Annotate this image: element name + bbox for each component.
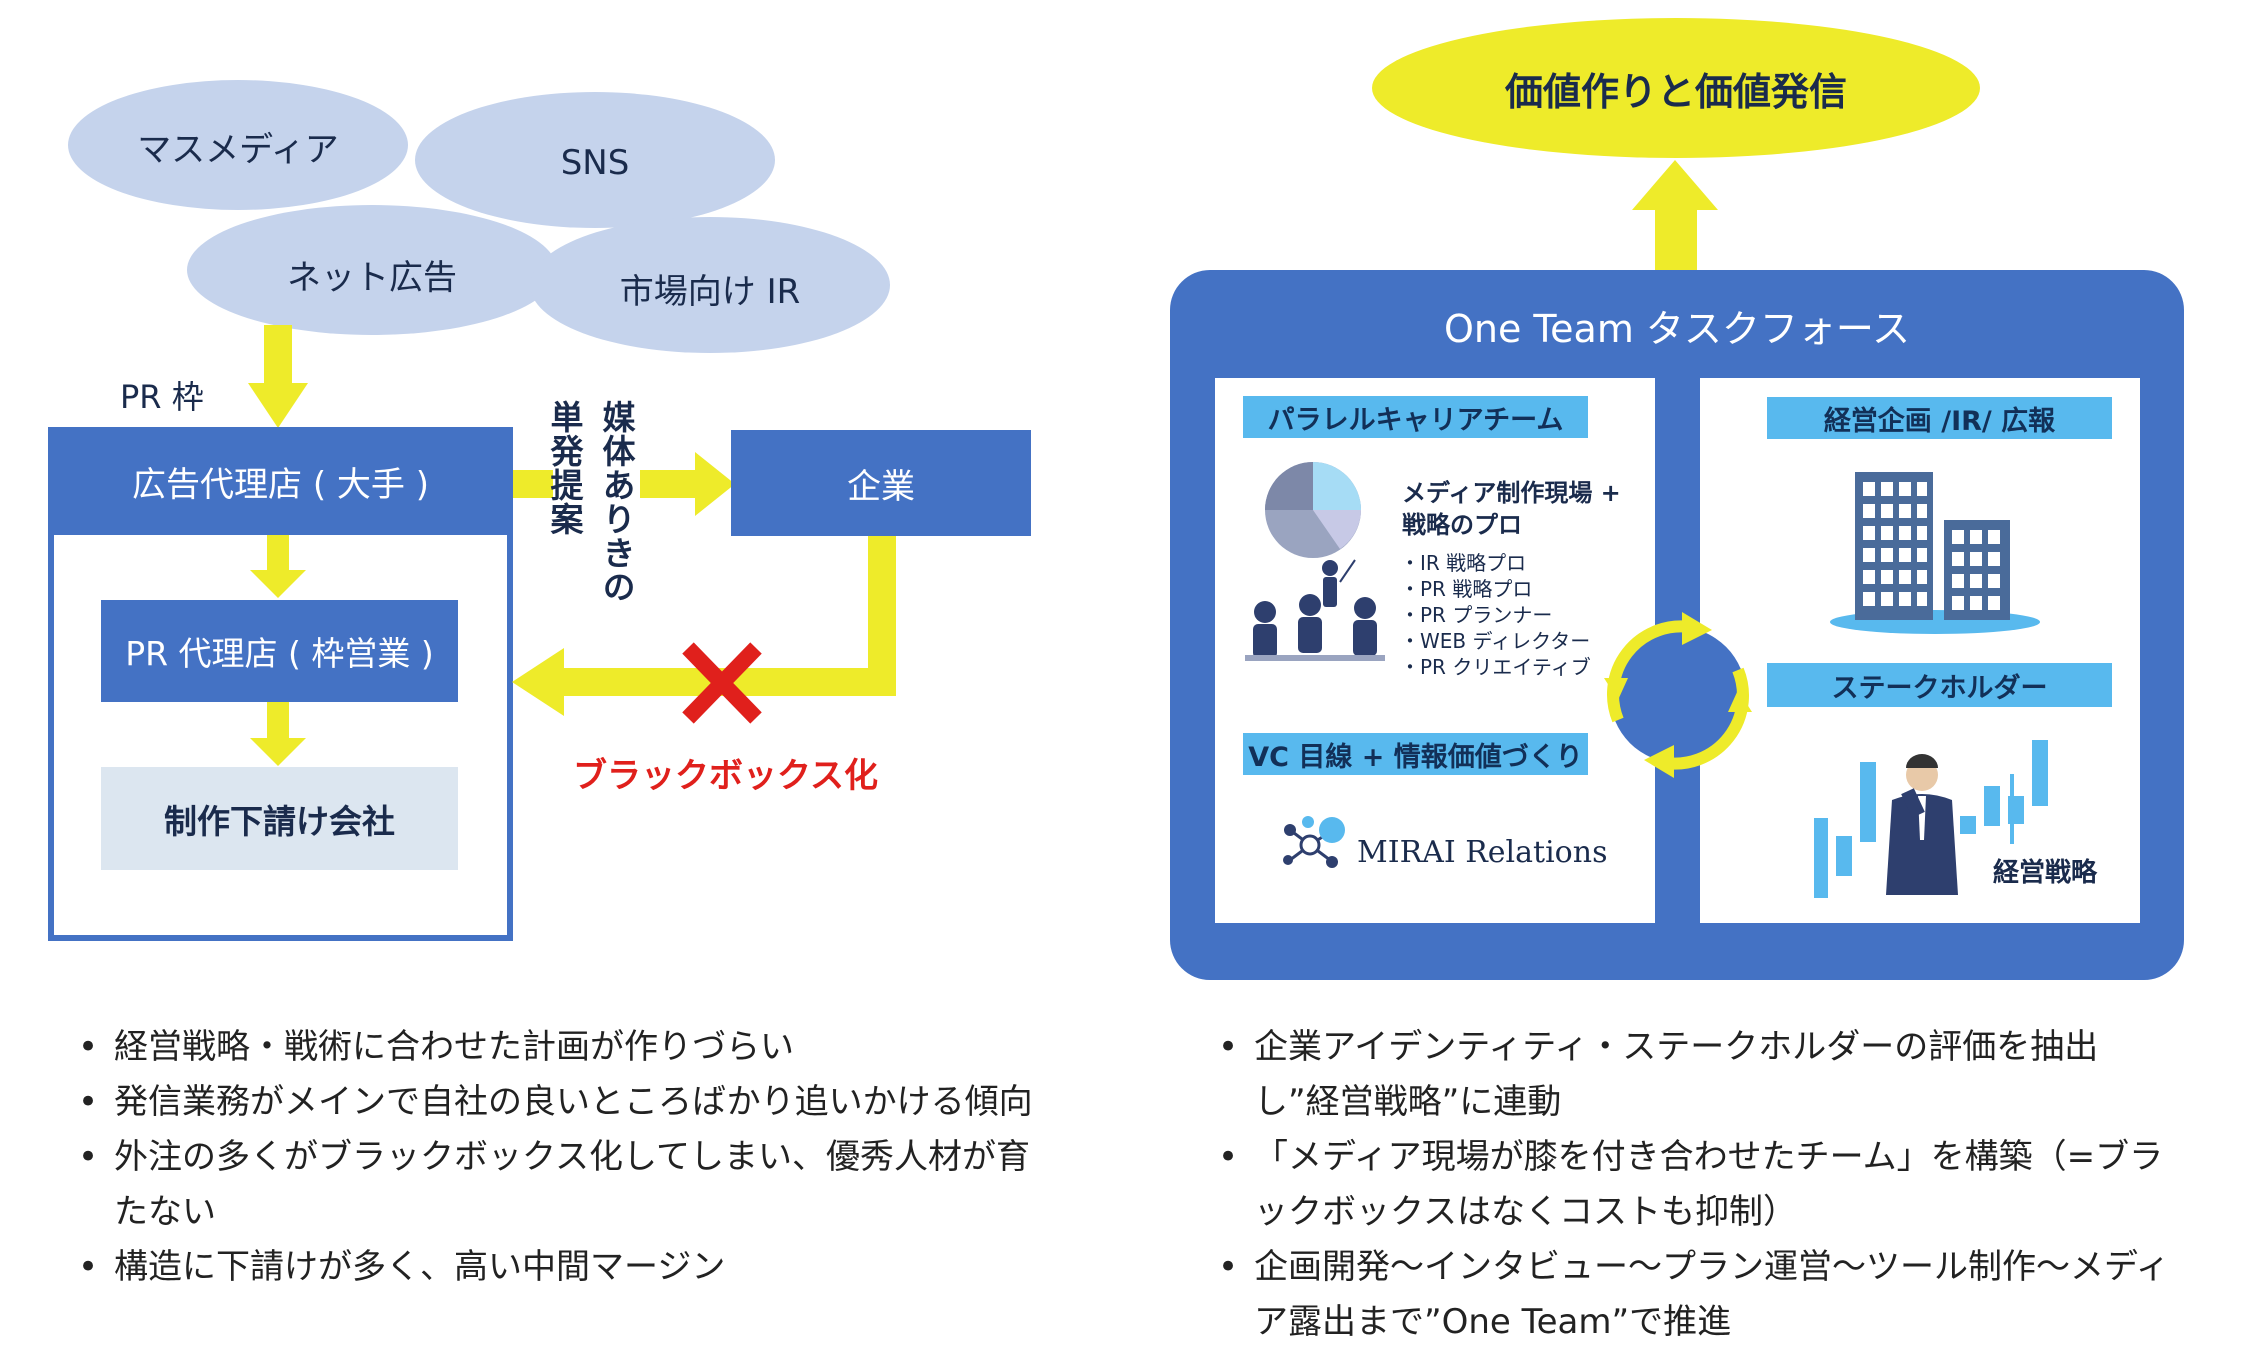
- vertical-note-col1: 媒体ありきの: [597, 400, 636, 604]
- list-item: 発信業務がメインで自社の良いところばかり追いかける傾向: [78, 1075, 1038, 1130]
- channel-net-ad: ネット広告: [287, 257, 457, 298]
- brand-name: MIRAI Relations: [1357, 835, 1608, 870]
- channel-market-ir: 市場向け IR: [619, 271, 801, 312]
- people-meeting-icon: [1245, 559, 1385, 661]
- mgmt-strategy-label: 経営戦略: [1993, 858, 2098, 888]
- channel-sns: SNS: [560, 143, 630, 183]
- pr-frame-label: PR 枠: [120, 378, 204, 416]
- parallel-team-header: パラレルキャリアチーム: [1243, 396, 1588, 438]
- arrow-agency-to-company: [513, 452, 735, 516]
- vc-eye-header: VC 目線 + 情報価値づくり: [1243, 733, 1588, 775]
- stakeholder-header: ステークホルダー: [1767, 663, 2112, 707]
- arrow-channels-to-agency: [248, 325, 308, 428]
- arrow-agency-to-pr: [250, 535, 306, 598]
- list-item: 企画開発〜インタビュー〜プラン運営〜ツール制作〜メディア露出まで”One Tea…: [1218, 1240, 2178, 1350]
- ellipse-market-ir: [530, 217, 890, 353]
- list-item: ・PR クリエイティブ: [1400, 655, 1591, 679]
- subcontractor-label: 制作下請け会社: [164, 801, 395, 841]
- list-item: ・PR 戦略プロ: [1400, 577, 1533, 601]
- goal-label: 価値作りと価値発信: [1504, 69, 1847, 114]
- list-item: ・WEB ディレクター: [1400, 629, 1591, 653]
- right-bullet-list: 企業アイデンティティ・ステークホルダーの評価を抽出し”経営戦略”に連動 「メディ…: [1218, 1020, 2178, 1350]
- list-item: 経営戦略・戦術に合わせた計画が作りづらい: [78, 1020, 1038, 1075]
- subcontractor-box: [101, 767, 458, 870]
- building-icon: [1830, 472, 2040, 634]
- candlestick-chart-icon: [1814, 740, 2048, 898]
- mirai-relations-logo: [1283, 816, 1345, 868]
- list-item: 構造に下請けが多く、高い中間マージン: [78, 1240, 1038, 1295]
- media-pro-line1: メディア制作現場 +: [1402, 479, 1621, 507]
- pr-agency-label: PR 代理店 ( 枠営業 ): [125, 634, 434, 673]
- mgmt-ir-pr-header: 経営企画 /IR/ 広報: [1767, 397, 2112, 439]
- red-x-icon: [682, 642, 762, 724]
- media-pro-line2: 戦略のプロ: [1402, 511, 1522, 539]
- goal-ellipse: [1372, 18, 1980, 158]
- task-force-title: One Team タスクフォース: [1443, 306, 1911, 351]
- ellipse-sns: [415, 92, 775, 228]
- agency-frame: [48, 527, 513, 941]
- agency-major-label: 広告代理店 ( 大手 ): [132, 464, 429, 505]
- pie-chart-icon: [1265, 462, 1361, 558]
- blackbox-label: ブラックボックス化: [573, 756, 878, 796]
- list-item: ・PR プランナー: [1400, 603, 1553, 627]
- ellipse-mass-media: [68, 80, 408, 210]
- vertical-note: 媒体ありきの 単発提案: [545, 400, 640, 610]
- company-label: 企業: [847, 466, 915, 507]
- ellipse-net-ad: [187, 205, 557, 335]
- list-item: 外注の多くがブラックボックス化してしまい、優秀人材が育たない: [78, 1130, 1038, 1240]
- cycle-icon: [1604, 612, 1752, 778]
- company-box: [731, 430, 1031, 536]
- vertical-note-col2: 単発提案: [545, 400, 584, 536]
- pr-agency-box: [101, 600, 458, 702]
- businessman-icon: [1886, 754, 1958, 895]
- pro-list: ・IR 戦略プロ ・PR 戦略プロ ・PR プランナー ・WEB ディレクター …: [1400, 550, 1640, 680]
- arrow-up-to-goal: [1632, 160, 1718, 270]
- arrow-pr-to-sub: [250, 702, 306, 766]
- list-item: 「メディア現場が膝を付き合わせたチーム」を構築（=ブラックボックスはなくコストも…: [1218, 1130, 2178, 1240]
- agency-major-box: [48, 427, 513, 535]
- list-item: 企業アイデンティティ・ステークホルダーの評価を抽出し”経営戦略”に連動: [1218, 1020, 2178, 1130]
- left-bullet-list: 経営戦略・戦術に合わせた計画が作りづらい 発信業務がメインで自社の良いところばか…: [78, 1020, 1038, 1295]
- list-item: ・IR 戦略プロ: [1400, 551, 1527, 575]
- channel-mass-media: マスメディア: [137, 129, 339, 170]
